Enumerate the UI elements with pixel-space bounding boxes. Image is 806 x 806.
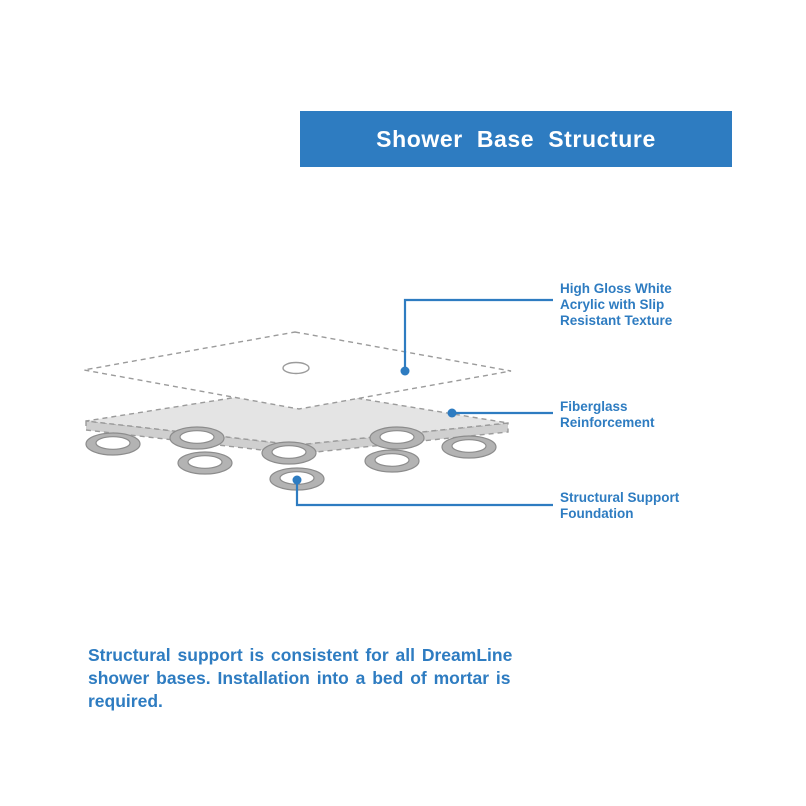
callout-dot xyxy=(292,475,302,485)
callout-lines xyxy=(292,298,553,507)
acrylic-layer xyxy=(83,331,512,410)
callout-foundation-line xyxy=(292,475,553,507)
callout-acrylic-line xyxy=(400,298,553,376)
foundation-callout-label: Structural Support Foundation xyxy=(560,490,680,521)
support-ring xyxy=(169,426,225,450)
acrylic-callout-label: High Gloss White Acrylic with Slip Resis… xyxy=(560,281,673,328)
support-ring xyxy=(364,449,420,473)
drain-icon xyxy=(282,361,310,375)
support-ring xyxy=(261,441,317,465)
callout-dot xyxy=(447,408,457,418)
callout-dot xyxy=(400,366,410,376)
callout-fiberglass-line xyxy=(447,408,553,418)
support-ring xyxy=(85,432,141,456)
support-rings xyxy=(85,426,497,491)
support-ring xyxy=(177,451,233,475)
title-banner: Shower Base Structure xyxy=(300,111,732,167)
page-title: Shower Base Structure xyxy=(376,125,656,152)
footer-note: Structural support is consistent for all… xyxy=(88,645,513,711)
support-ring xyxy=(369,426,425,450)
fiberglass-callout-label: Fiberglass Reinforcement xyxy=(560,399,655,430)
support-ring xyxy=(441,435,497,459)
